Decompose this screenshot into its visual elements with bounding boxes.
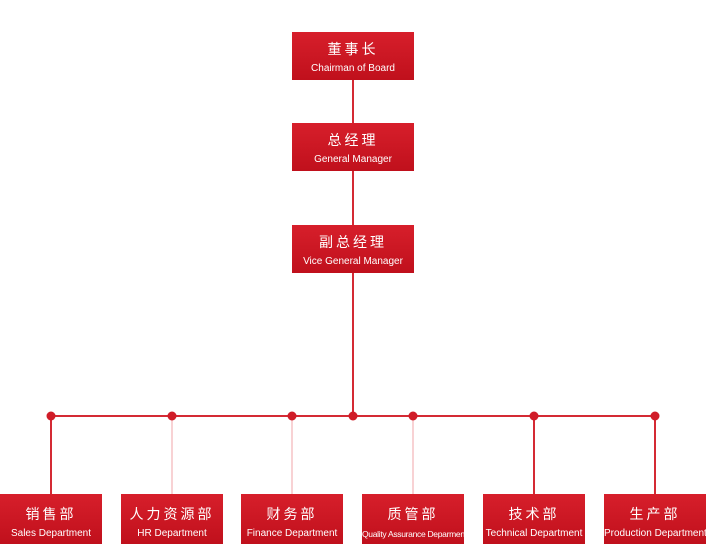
department-name-en: Production Department [604,528,707,539]
chairman-title-zh: 董事长 [327,42,379,58]
vice-general-manager-box: 副总经理 Vice General Manager [292,225,414,273]
department-name-en: HR Department [137,528,207,539]
department-name-zh: 财务部 [266,507,318,523]
department-name-zh: 质管部 [387,507,439,523]
department-name-en: Quality Assurance Deparment [362,529,467,539]
vice-general-manager-title-zh: 副总经理 [319,235,387,251]
department-name-zh: 人力资源部 [129,507,215,523]
general-manager-title-zh: 总经理 [327,133,379,149]
general-manager-title-en: General Manager [314,154,392,165]
junction-dot-production [650,411,660,421]
general-manager-box: 总经理 General Manager [292,123,414,171]
department-box-finance: 财务部 Finance Department [241,494,343,544]
department-name-en: Finance Department [246,528,338,539]
department-box-hr: 人力资源部 HR Department [121,494,223,544]
department-name-zh: 技术部 [508,507,560,523]
department-name-zh: 销售部 [25,507,77,523]
junction-dot-hr [167,411,177,421]
chairman-box: 董事长 Chairman of Board [292,32,414,80]
junction-dot-quality [408,411,418,421]
junction-dot-center [348,411,358,421]
department-box-quality: 质管部 Quality Assurance Deparment [362,494,467,544]
department-box-sales: 销售部 Sales Department [0,494,102,544]
junction-dot-sales [46,411,56,421]
department-name-en: Technical Department [485,528,583,539]
junction-dot-finance [287,411,297,421]
junction-dot-technical [529,411,539,421]
department-name-en: Sales Department [10,528,92,539]
vice-general-manager-title-en: Vice General Manager [303,256,403,267]
chairman-title-en: Chairman of Board [311,63,395,74]
department-box-technical: 技术部 Technical Department [483,494,585,544]
department-box-production: 生产部 Production Department [604,494,707,544]
department-name-zh: 生产部 [629,507,681,523]
